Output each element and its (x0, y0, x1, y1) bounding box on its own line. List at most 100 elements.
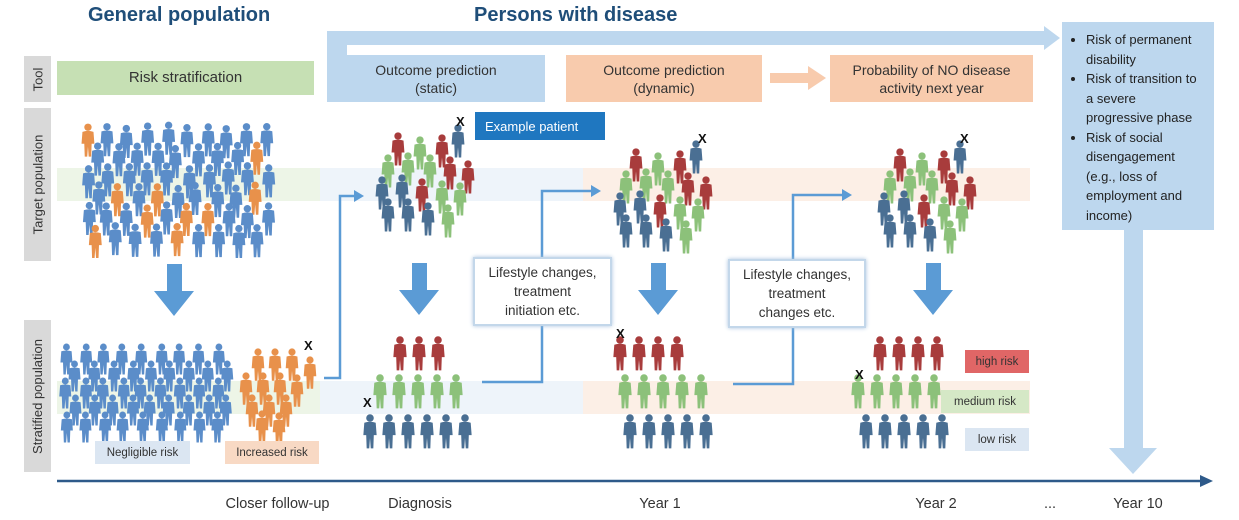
example-patient-label: Example patient (475, 112, 605, 140)
person-icon (250, 224, 264, 258)
timeline-diagnosis: Diagnosis (388, 496, 452, 512)
person-icon (212, 224, 226, 258)
person-icon (79, 411, 92, 443)
person-icon (382, 414, 396, 449)
person-icon (420, 414, 434, 449)
person-icon (453, 182, 467, 216)
person-icon (878, 414, 892, 449)
person-icon (232, 224, 246, 258)
person-icon (916, 414, 930, 449)
down-arrow (399, 263, 439, 315)
x-marker: X (855, 367, 864, 382)
long-term-outcomes-box: Risk of permanent disability Risk of tra… (1062, 22, 1214, 230)
person-icon (632, 336, 646, 371)
person-icon (431, 336, 445, 371)
person-icon (694, 374, 708, 409)
person-icon (132, 183, 146, 217)
person-icon (193, 411, 206, 443)
outcome-item: Risk of transition to a severe progressi… (1086, 69, 1204, 128)
x-marker: X (456, 114, 465, 129)
person-icon (675, 374, 689, 409)
callout-lifestyle-initiation: Lifestyle changes, treatment initiation … (473, 257, 612, 326)
person-icon (889, 374, 903, 409)
person-icon (637, 374, 651, 409)
person-icon (613, 336, 627, 371)
person-icon (92, 181, 106, 215)
person-icon (290, 374, 304, 407)
person-icon (955, 198, 969, 232)
tool-outcome-dynamic: Outcome prediction (dynamic) (566, 55, 762, 102)
person-icon (108, 360, 121, 392)
person-icon (699, 176, 713, 210)
person-icon (262, 202, 275, 236)
x-marker: X (960, 131, 969, 146)
down-arrow (638, 263, 678, 315)
person-icon (699, 414, 713, 449)
person-icon (661, 414, 675, 449)
person-icon (60, 411, 73, 443)
person-icon (461, 160, 475, 194)
person-icon (170, 223, 184, 257)
x-marker: X (363, 395, 372, 410)
person-icon (897, 414, 911, 449)
connector-head (842, 189, 852, 201)
person-icon (262, 164, 276, 198)
long-term-outcomes-list: Risk of permanent disability Risk of tra… (1072, 30, 1204, 225)
person-icon (392, 374, 406, 409)
person-icon (401, 414, 415, 449)
timeline-arrowhead (1200, 475, 1213, 487)
person-icon (870, 374, 884, 409)
timeline-ellipsis: ... (1043, 496, 1057, 512)
x-marker: X (698, 131, 707, 146)
person-icon (908, 374, 922, 409)
person-icon (670, 336, 684, 371)
tag-increased-risk: Increased risk (225, 441, 319, 464)
person-icon (59, 377, 72, 409)
person-icon (91, 142, 105, 176)
person-icon (656, 374, 670, 409)
person-icon (174, 411, 187, 443)
connector-head (354, 190, 364, 202)
person-icon (108, 222, 122, 256)
person-icon (173, 343, 186, 375)
x-marker: X (304, 338, 313, 353)
down-arrow (913, 263, 953, 315)
legend-low-risk: low risk (965, 428, 1029, 451)
person-icon (192, 143, 205, 177)
down-arrows (154, 263, 953, 316)
person-icon (412, 336, 426, 371)
person-icon (439, 414, 453, 449)
row-label-tool: Tool (24, 56, 51, 102)
timeline-year-2: Year 2 (915, 496, 957, 512)
timeline-year-10: Year 10 (1113, 496, 1163, 512)
person-icon (430, 374, 444, 409)
person-icon (893, 148, 907, 182)
person-icon (211, 411, 224, 443)
legend-medium-risk: medium risk (941, 390, 1029, 413)
person-icon (192, 223, 206, 258)
row-label-target: Target population (24, 108, 51, 261)
person-icon (126, 394, 140, 426)
person-icon (150, 223, 163, 257)
down-arrow (154, 264, 194, 316)
person-icon (651, 336, 665, 371)
tool-no-disease-activity: Probability of NO disease activity next … (830, 55, 1033, 102)
person-icon (160, 162, 173, 196)
person-icon (250, 141, 264, 175)
person-icon (363, 414, 377, 449)
legend-high-risk: high risk (965, 350, 1029, 373)
person-icon (116, 411, 129, 443)
person-icon (623, 414, 637, 449)
person-icon (873, 336, 887, 371)
year10-down-arrow (1109, 230, 1157, 474)
person-icon (458, 414, 472, 449)
person-icon (119, 202, 133, 236)
outcome-item: Risk of social disengagement (e.g., loss… (1086, 128, 1204, 226)
person-icon (963, 176, 977, 210)
person-icon (937, 150, 951, 184)
person-icon (927, 374, 941, 409)
person-icon (629, 148, 643, 182)
tool-outcome-static: Outcome prediction (static) (327, 55, 545, 102)
